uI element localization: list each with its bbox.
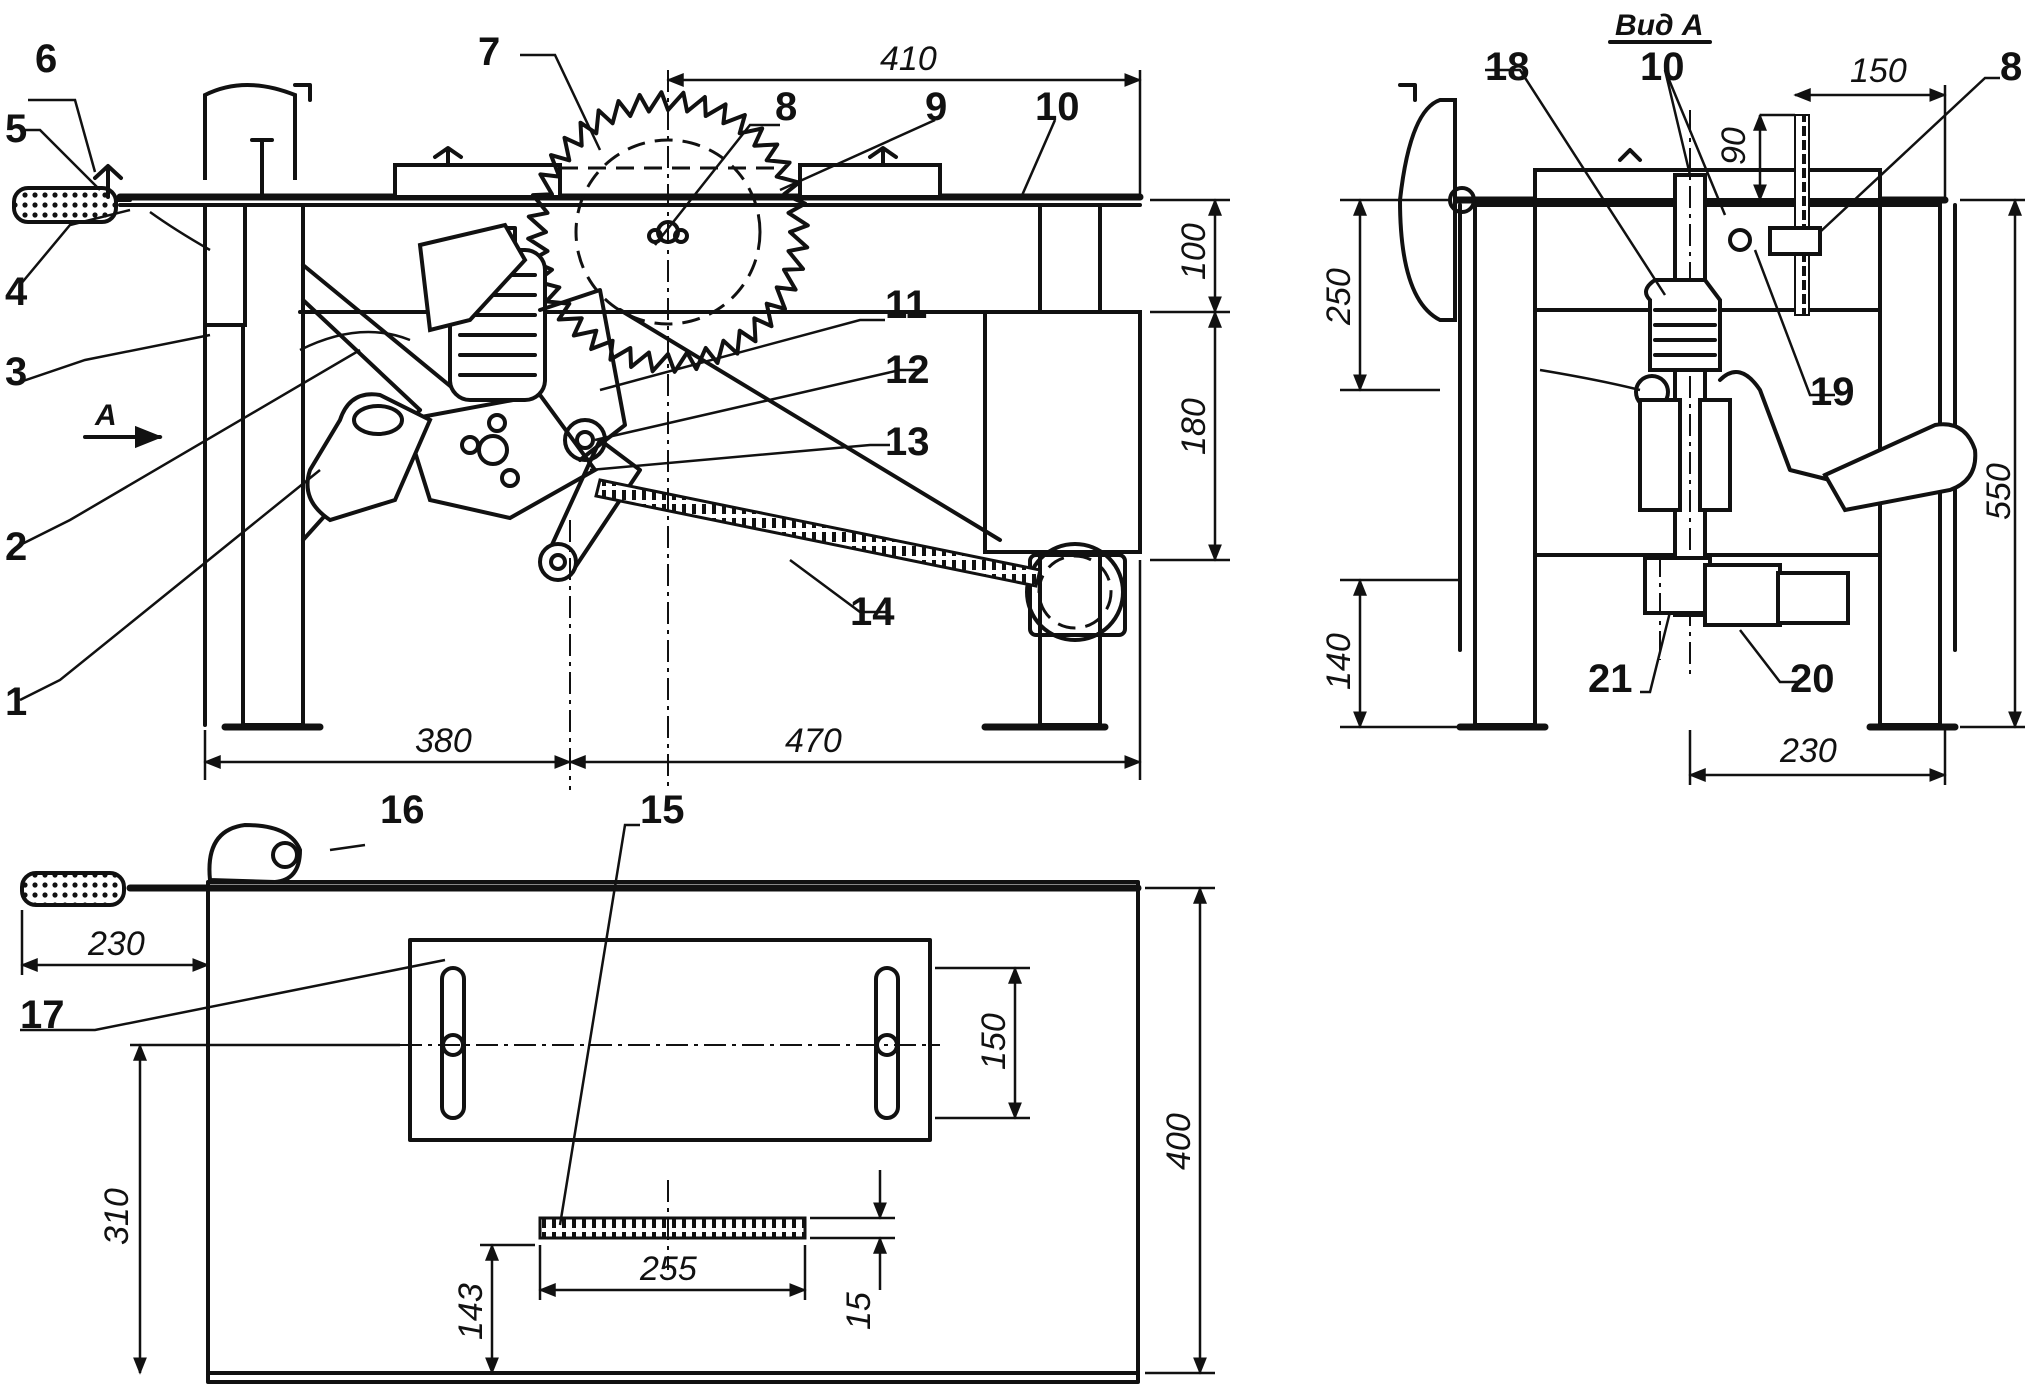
handle-grip bbox=[12, 186, 118, 224]
engine bbox=[299, 222, 627, 523]
callout-9: 9 bbox=[925, 85, 947, 129]
callout-18: 18 bbox=[1485, 45, 1530, 89]
dim-side-top-offset: 150 bbox=[1850, 52, 1907, 90]
callout-7: 7 bbox=[478, 30, 500, 74]
callout-16: 16 bbox=[380, 788, 425, 832]
drive-belt bbox=[594, 478, 1042, 588]
callout-20: 20 bbox=[1790, 657, 1835, 701]
dim-front-frame-height: 180 bbox=[1175, 398, 1213, 455]
plan-view: 230 150 400 310 143 255 15 16 15 17 bbox=[20, 788, 1215, 1384]
callout-14: 14 bbox=[850, 590, 895, 634]
dim-plan-offset: 310 bbox=[98, 1188, 136, 1245]
dim-side-lower-height: 140 bbox=[1320, 633, 1358, 690]
dim-side-bottom-width: 230 bbox=[1779, 732, 1837, 770]
dim-side-total-height: 550 bbox=[1980, 463, 2018, 520]
dim-side-small: 90 bbox=[1715, 127, 1753, 165]
plan-handle-grip bbox=[20, 871, 126, 907]
dim-plan-slot-width: 15 bbox=[840, 1292, 878, 1330]
callout-5: 5 bbox=[5, 107, 27, 151]
callout-10-side: 10 bbox=[1640, 45, 1685, 89]
dim-plan-depth: 400 bbox=[1160, 1113, 1198, 1170]
callout-4: 4 bbox=[5, 270, 28, 314]
dim-side-upper-height: 250 bbox=[1320, 268, 1358, 326]
view-title: Вид А bbox=[1615, 9, 1704, 42]
callout-1: 1 bbox=[5, 680, 27, 724]
view-arrow-label: А bbox=[94, 399, 117, 432]
blade-slot bbox=[538, 1216, 807, 1240]
front-view: 410 100 180 380 470 А 6 5 4 3 bbox=[5, 30, 1230, 790]
dim-plan-handle-length: 230 bbox=[87, 925, 145, 963]
callout-13: 13 bbox=[885, 420, 930, 464]
callout-21: 21 bbox=[1588, 657, 1633, 701]
callout-17: 17 bbox=[20, 993, 65, 1037]
dim-plan-slot-offset: 143 bbox=[452, 1283, 490, 1340]
callout-3: 3 bbox=[5, 350, 27, 394]
callout-15: 15 bbox=[640, 788, 685, 832]
callout-8-side: 8 bbox=[2000, 45, 2022, 89]
callout-10-front: 10 bbox=[1035, 85, 1080, 129]
dim-front-left-span: 380 bbox=[415, 722, 472, 760]
dim-plan-slot-spacing: 150 bbox=[975, 1013, 1013, 1070]
side-view: Вид А bbox=[1320, 9, 2025, 785]
callout-12: 12 bbox=[885, 348, 930, 392]
side-chain bbox=[1794, 114, 1810, 316]
callout-19: 19 bbox=[1810, 370, 1855, 414]
dim-front-top-width: 410 bbox=[880, 40, 937, 78]
dim-front-table-height: 100 bbox=[1175, 223, 1213, 280]
dim-front-right-span: 470 bbox=[785, 722, 842, 760]
callout-2: 2 bbox=[5, 525, 27, 569]
callout-8-front: 8 bbox=[775, 85, 797, 129]
callout-6: 6 bbox=[35, 37, 57, 81]
callout-11: 11 bbox=[885, 283, 927, 327]
dim-plan-slot-length: 255 bbox=[639, 1250, 697, 1288]
